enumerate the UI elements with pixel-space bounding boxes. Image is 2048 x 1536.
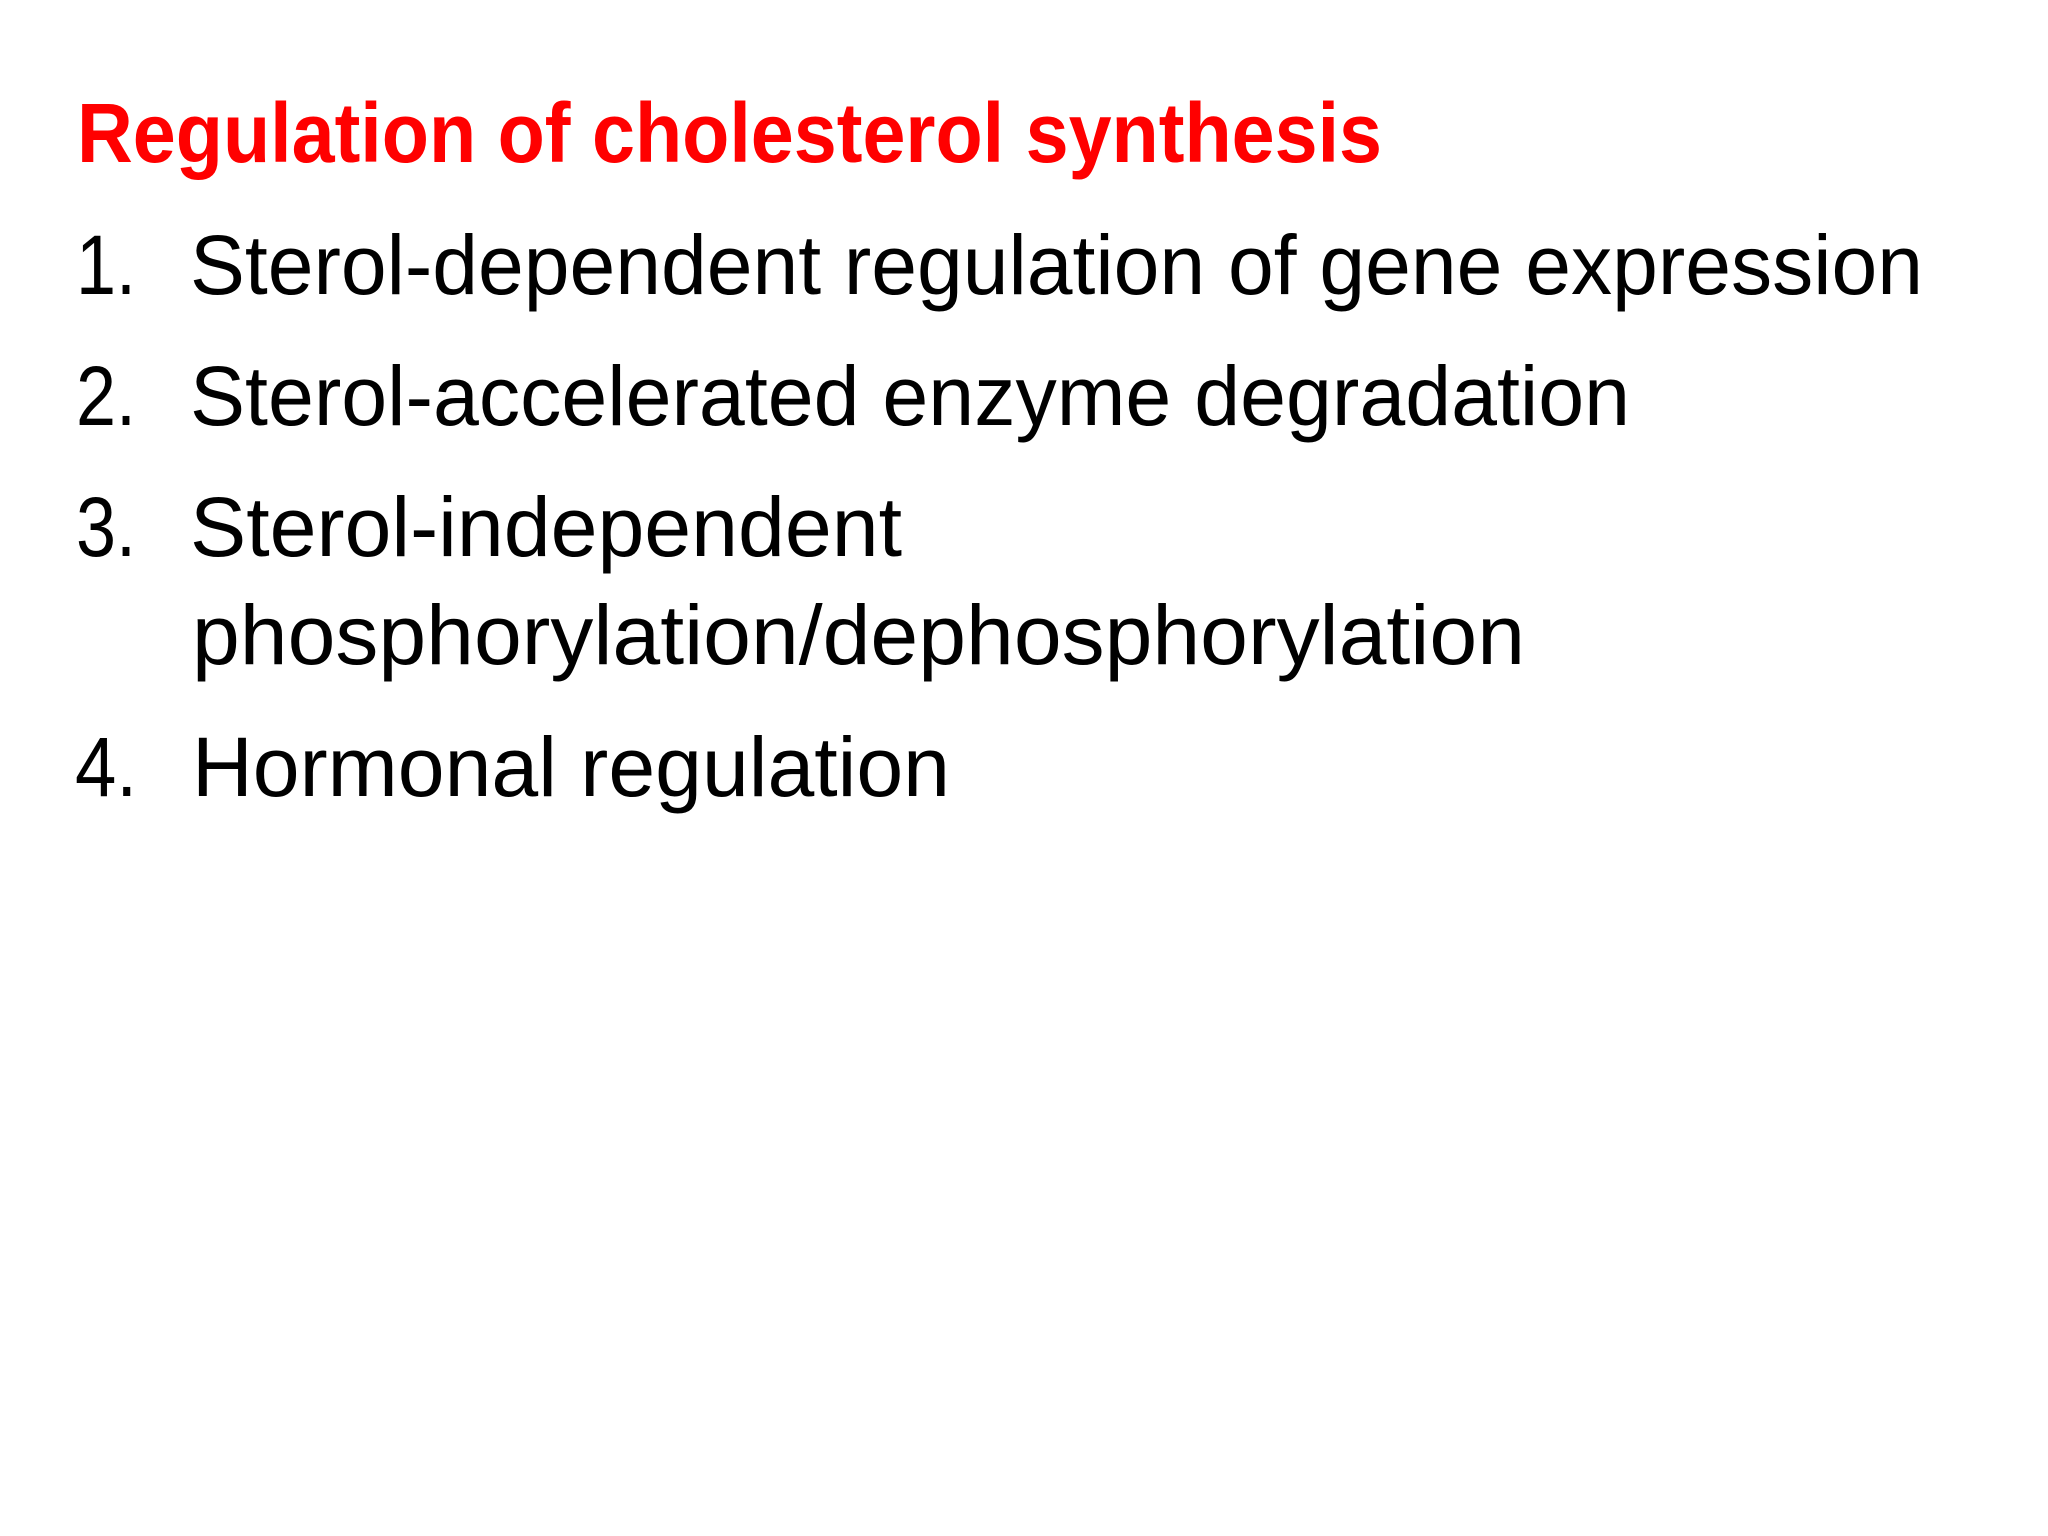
list-item-1: Sterol-dependent regulation of gene expr…	[190, 217, 1923, 312]
list-number-1: 1.	[76, 217, 136, 312]
list-item-4: Hormonal regulation	[192, 719, 950, 814]
list-item-3-line-1: Sterol-independent	[190, 479, 902, 574]
list-item-3-line-2: phosphorylation/dephosphorylation	[192, 587, 1525, 682]
list-number-4: 4.	[75, 719, 137, 814]
list-item-2: Sterol-accelerated enzyme degradation	[190, 348, 1630, 443]
list-number-2: 2.	[76, 348, 136, 443]
slide-title: Regulation of cholesterol synthesis	[77, 85, 1382, 180]
list-number-3: 3.	[76, 479, 136, 574]
